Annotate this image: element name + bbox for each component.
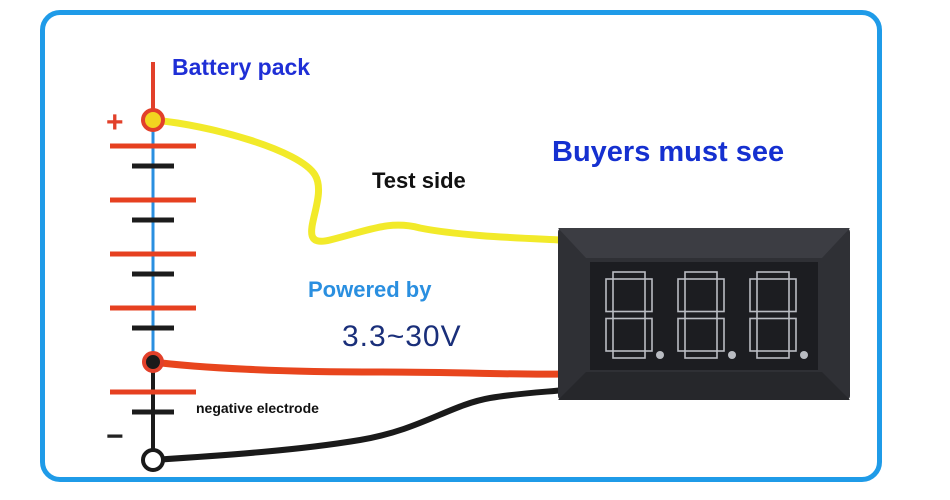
minus-sign: − [106, 420, 124, 453]
decimal-point [800, 351, 808, 359]
digit-segment [644, 278, 653, 313]
display-digit [677, 271, 736, 359]
test-side-label: Test side [372, 168, 466, 193]
digit-segment [756, 350, 790, 359]
display-digit [749, 271, 808, 359]
voltmeter-screen [590, 262, 818, 370]
test-wire [149, 116, 564, 245]
digit-segment [749, 317, 758, 352]
digit-segment [644, 317, 653, 352]
digit-segment [612, 350, 646, 359]
digit-segment [677, 317, 686, 352]
negative-electrode-label: negative electrode [196, 400, 319, 416]
voltmeter-bevel-top [558, 228, 850, 258]
plus-sign: + [106, 106, 124, 139]
digit-segment [756, 271, 790, 280]
digit-segment [605, 317, 614, 352]
digit-segment [749, 278, 758, 313]
negative-terminal [141, 448, 165, 472]
digit-segment [612, 310, 646, 320]
digit-segment [684, 350, 718, 359]
voltmeter-bevel-bottom [558, 372, 850, 400]
battery-cells [110, 143, 196, 415]
digit-segment [677, 278, 686, 313]
digit-segment [612, 271, 646, 280]
ground-wire [150, 387, 568, 463]
power-terminal [142, 351, 164, 373]
power-wire [149, 358, 564, 378]
buyers-must-see-label: Buyers must see [552, 136, 785, 168]
display-digit [605, 271, 664, 359]
digit-segment [788, 278, 797, 313]
digit-segment [756, 310, 790, 320]
positive-terminal [141, 108, 165, 132]
voltage-range-label: 3.3~30V [342, 320, 462, 353]
powered-by-label: Powered by [308, 277, 432, 302]
decimal-point [728, 351, 736, 359]
digit-segment [716, 278, 725, 313]
digit-segment [788, 317, 797, 352]
voltmeter [558, 228, 850, 400]
seven-segment-display [605, 271, 808, 359]
battery-pack-label: Battery pack [172, 54, 311, 80]
digit-segment [684, 271, 718, 280]
decimal-point [656, 351, 664, 359]
digit-segment [605, 278, 614, 313]
digit-segment [716, 317, 725, 352]
digit-segment [684, 310, 718, 320]
